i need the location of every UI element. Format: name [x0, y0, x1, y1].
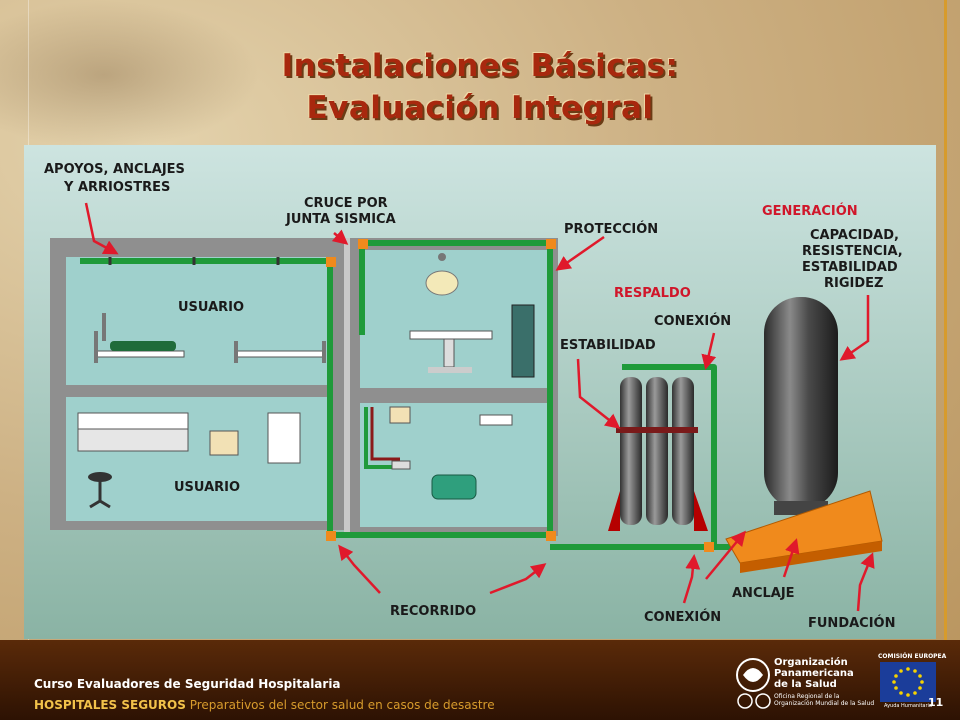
- eu-flag-logo: [880, 662, 936, 702]
- callout-arrows: [84, 202, 875, 612]
- dental-chair: [431, 474, 477, 500]
- patient-bed-1: [94, 313, 185, 363]
- arrow-anclaje-1: [705, 530, 746, 580]
- paho-sub-line-1: Oficina Regional de la: [774, 693, 840, 700]
- paho-org-subtitle: Oficina Regional de la Organización Mund…: [774, 693, 874, 707]
- slide-title-line-2: Evaluación Integral: [306, 90, 654, 126]
- operating-cabinet: [511, 304, 535, 378]
- pipe-red-line: [370, 407, 400, 461]
- paho-logo: [736, 658, 771, 709]
- generator-tank: [764, 297, 838, 515]
- seismic-joint: [344, 238, 350, 536]
- label-conexion-top: CONEXIÓN: [654, 313, 731, 329]
- label-apoyos-line1: APOYOS, ANCLAJES: [44, 162, 185, 177]
- joint-1: [326, 257, 336, 267]
- slide-footer: [0, 640, 960, 720]
- page-number: 11: [928, 696, 944, 709]
- paho-sub-line-2: Organización Mundial de la Salud: [774, 700, 875, 707]
- arrow-conexion-bottom: [682, 554, 701, 604]
- label-capacidad-line4: RIGIDEZ: [824, 276, 883, 291]
- eu-label: COMISIÓN EUROPEA: [878, 653, 947, 660]
- arrow-fundacion: [856, 552, 875, 612]
- eu-subtitle: Ayuda Humanitaria: [884, 703, 932, 709]
- label-anclaje: ANCLAJE: [732, 586, 795, 601]
- patient-bed-2: [234, 341, 326, 363]
- label-apoyos-line2: Y ARRIOSTRES: [63, 180, 170, 195]
- label-respaldo: RESPALDO: [614, 286, 691, 301]
- background-photo: [0, 0, 260, 150]
- label-cruce-line1: CRUCE POR: [304, 196, 388, 211]
- arrow-recorrido-right: [489, 563, 547, 595]
- treatment-monitor: [389, 406, 411, 424]
- paho-name-line-2: Panamericana: [774, 668, 854, 679]
- backup-cylinders: [608, 377, 708, 531]
- arrow-cruce: [331, 229, 349, 245]
- hospital-installation-diagram: APOYOS, ANCLAJES Y ARRIOSTRES CRUCE POR …: [24, 145, 936, 639]
- room-usuario-top: [66, 257, 332, 385]
- label-recorrido: RECORRIDO: [390, 604, 476, 619]
- arrow-anclaje-2: [782, 538, 800, 578]
- footer-course-title: Curso Evaluadores de Seguridad Hospitala…: [34, 677, 341, 691]
- label-conexion-bottom: CONEXIÓN: [644, 609, 721, 625]
- stool: [88, 472, 112, 509]
- arrow-recorrido-left: [338, 544, 381, 594]
- ceiling-supports: [108, 257, 280, 265]
- right-rule: [944, 0, 947, 640]
- paho-name-line-1: Organización: [774, 657, 848, 668]
- label-fundacion: FUNDACIÓN: [808, 615, 895, 631]
- arrow-capacidad: [839, 295, 870, 361]
- label-cruce-line2: JUNTA SISMICA: [285, 212, 396, 227]
- arrow-estabilidad: [576, 358, 621, 429]
- joint-3: [546, 531, 556, 541]
- paho-name-line-3: de la Salud: [774, 679, 837, 690]
- label-capacidad-line3: ESTABILIDAD: [802, 260, 898, 275]
- label-capacidad-line2: RESISTENCIA,: [802, 244, 903, 259]
- treatment-gauge: [391, 460, 411, 470]
- arrow-conexion-top: [701, 332, 717, 370]
- slide-title-line-1: Instalaciones Básicas:: [281, 48, 679, 84]
- foundation-slab: [725, 490, 883, 573]
- joint-2: [326, 531, 336, 541]
- operating-table: [409, 330, 493, 373]
- label-capacidad-line1: CAPACIDAD,: [810, 228, 899, 243]
- joint-4: [546, 239, 556, 249]
- label-usuario-bottom: USUARIO: [174, 480, 240, 495]
- footer-program: HOSPITALES SEGUROS: [34, 698, 186, 712]
- label-estabilidad: ESTABILIDAD: [560, 338, 656, 353]
- joint-5: [358, 239, 368, 249]
- paho-org-name: Organización Panamericana de la Salud: [774, 657, 854, 690]
- label-usuario-top: USUARIO: [178, 300, 244, 315]
- joint-6: [704, 542, 714, 552]
- arrow-apoyos: [84, 202, 119, 255]
- treatment-device: [479, 414, 513, 426]
- label-proteccion: PROTECCIÓN: [564, 221, 658, 237]
- pipe-treatment-feed: [364, 407, 400, 469]
- surgical-lamp: [425, 253, 459, 296]
- footer-tagline: HOSPITALES SEGUROS Preparativos del sect…: [34, 698, 495, 712]
- lab-bench: [77, 412, 301, 464]
- label-generacion: GENERACIÓN: [762, 203, 858, 219]
- arrow-proteccion: [555, 235, 605, 271]
- footer-tagline-text: Preparativos del sector salud en casos d…: [189, 698, 495, 712]
